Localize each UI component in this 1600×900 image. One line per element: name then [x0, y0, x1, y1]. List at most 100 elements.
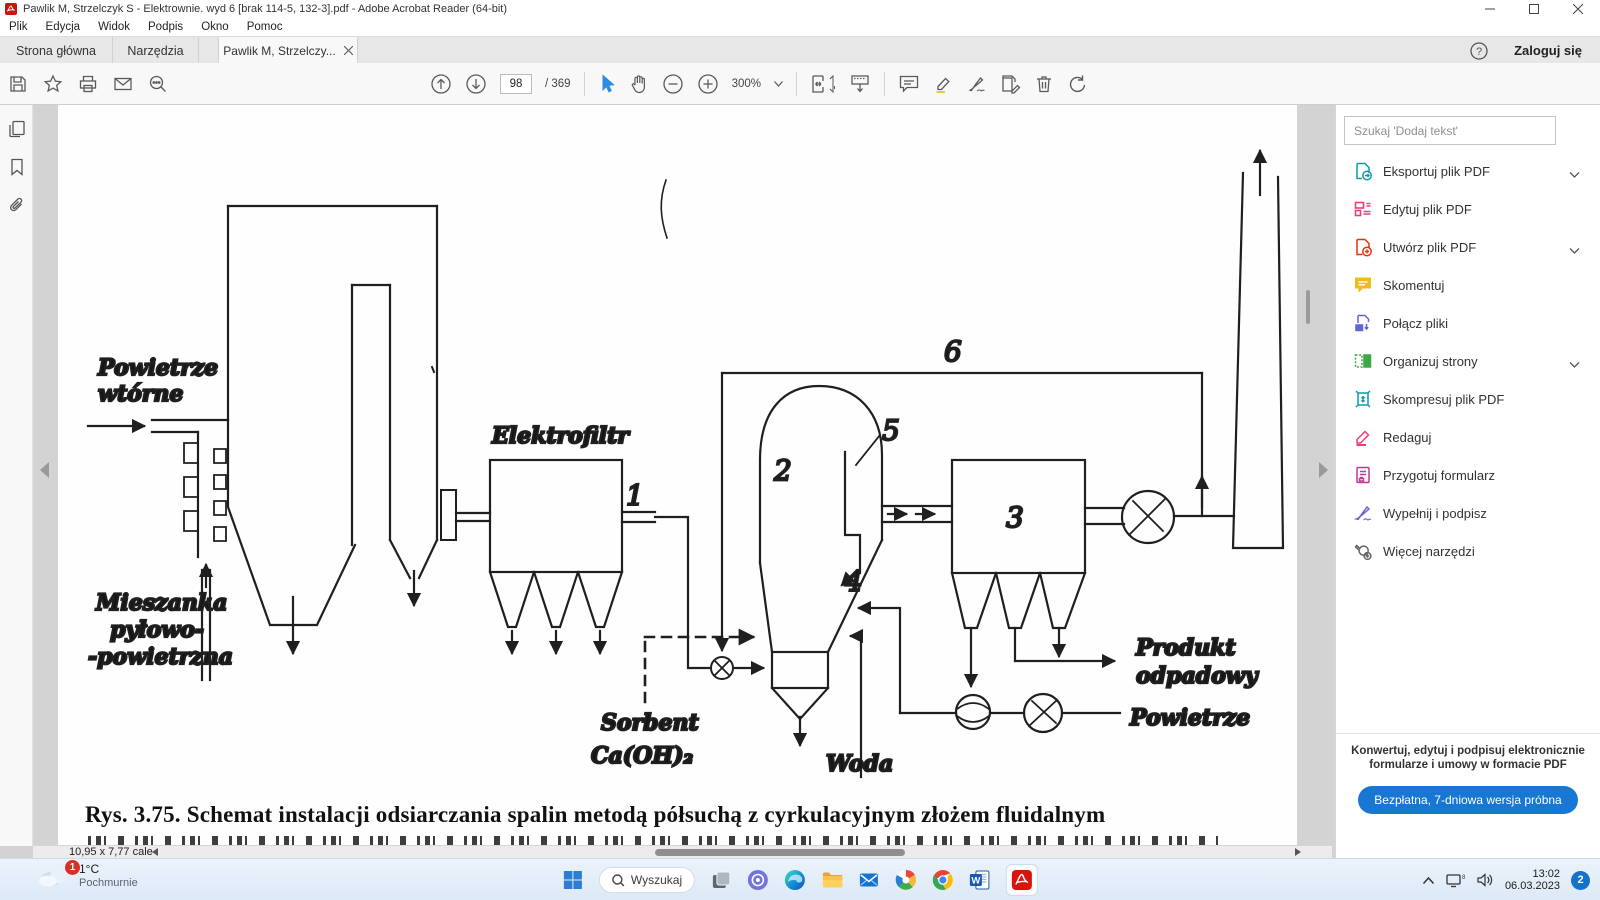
acrobat-taskbar-icon[interactable] [1006, 864, 1039, 896]
absorber-shape [758, 384, 884, 748]
page-number-input[interactable] [500, 74, 532, 94]
chevron-down-icon[interactable] [1569, 242, 1580, 260]
email-icon[interactable] [113, 74, 133, 94]
fit-width-icon[interactable] [810, 74, 836, 94]
weather-widget[interactable]: 1 1°C Pochmurnie [38, 859, 138, 893]
left-rail [0, 105, 33, 846]
tool-edit-pdf[interactable]: Edytuj plik PDF [1336, 190, 1600, 228]
hidden-icons-chevron[interactable] [1422, 876, 1435, 885]
page-total-label: / 369 [545, 78, 571, 90]
search-icon [612, 873, 625, 886]
figure-caption: Rys. 3.75. Schemat instalacji odsiarczan… [85, 802, 1106, 827]
tool-prepare-form[interactable]: Przygotuj formularz [1336, 456, 1600, 494]
display-tray-icon[interactable]: 8 [1446, 873, 1465, 888]
attachments-icon[interactable] [7, 195, 27, 215]
select-tool-icon[interactable] [598, 74, 616, 94]
zoom-out-icon[interactable] [662, 73, 684, 95]
search-document-icon[interactable] [148, 74, 168, 94]
previous-page-icon[interactable] [430, 73, 452, 95]
tab-tools[interactable]: Narzędzia [113, 37, 199, 64]
file-explorer-icon[interactable] [821, 869, 843, 891]
diagram-label-powietrze: Powietrze [1129, 705, 1250, 731]
help-icon[interactable]: ? [1470, 41, 1488, 60]
scroll-left-icon[interactable] [152, 848, 158, 856]
tool-organize-pages[interactable]: Organizuj strony [1336, 342, 1600, 380]
chevron-down-icon[interactable] [1569, 166, 1580, 184]
minimize-button[interactable] [1468, 0, 1512, 18]
scroll-right-icon[interactable] [1295, 848, 1301, 856]
rotate-icon[interactable] [1067, 74, 1087, 94]
tool-create-pdf[interactable]: Utwórz plik PDF [1336, 228, 1600, 266]
burner-shape [86, 418, 230, 682]
recycle-line-6 [714, 371, 1210, 653]
main-toolbar: / 369 300% [0, 63, 1600, 105]
chrome-icon[interactable] [932, 869, 954, 891]
close-button[interactable] [1556, 0, 1600, 18]
volume-icon[interactable] [1476, 873, 1494, 887]
teams-icon[interactable] [747, 869, 769, 891]
window-title: Pawlik M, Strzelczyk S - Elektrownie. wy… [23, 3, 508, 15]
zoom-dropdown-icon[interactable] [774, 81, 783, 87]
pdf-page: Powietrze wtórne Mieszanka pyłowo- -powi… [58, 105, 1297, 846]
next-page-icon[interactable] [465, 73, 487, 95]
tool-compress-pdf[interactable]: Skompresuj plik PDF [1336, 380, 1600, 418]
tool-comment[interactable]: Skomentuj [1336, 266, 1600, 304]
tool-redact[interactable]: Redaguj [1336, 418, 1600, 456]
sign-in-button[interactable]: Zaloguj się [1514, 43, 1582, 58]
diagram-label-elektrofiltr: Elektrofiltr [491, 423, 630, 449]
tool-fill-sign[interactable]: Wypełnij i podpisz [1336, 494, 1600, 532]
delete-icon[interactable] [1034, 74, 1054, 94]
taskbar-clock[interactable]: 13:02 06.03.2023 [1505, 868, 1560, 893]
print-icon[interactable] [78, 74, 98, 94]
vertical-scrollbar-thumb[interactable] [1306, 290, 1310, 324]
mail-icon[interactable] [858, 869, 880, 891]
menu-podpis[interactable]: Podpis [148, 21, 184, 33]
menu-widok[interactable]: Widok [98, 21, 131, 33]
left-panel-toggle[interactable] [40, 462, 49, 478]
zoom-in-icon[interactable] [697, 73, 719, 95]
task-view-icon[interactable] [710, 869, 732, 891]
taskbar-search[interactable]: Wyszukaj [598, 867, 696, 893]
fill-sign-icon[interactable] [966, 74, 986, 94]
tab-home[interactable]: Strona główna [0, 37, 113, 64]
menu-plik[interactable]: Plik [9, 21, 28, 33]
redact-icon [1356, 430, 1370, 446]
chevron-down-icon[interactable] [1569, 356, 1580, 374]
tools-search-input[interactable] [1344, 116, 1556, 145]
photos-icon[interactable] [895, 869, 917, 891]
menu-okno[interactable]: Okno [201, 21, 229, 33]
horizontal-scrollbar-thumb[interactable] [655, 849, 905, 856]
absorber-outlet-duct [880, 504, 954, 524]
notification-badge[interactable]: 2 [1571, 870, 1590, 890]
free-trial-button[interactable]: Bezpłatna, 7-dniowa wersja próbna [1358, 786, 1578, 814]
document-area: Powietrze wtórne Mieszanka pyłowo- -powi… [33, 105, 1332, 858]
page-scrolling-icon[interactable] [849, 74, 871, 94]
zoom-level-value[interactable]: 300% [731, 78, 761, 90]
menu-bar: Plik Edycja Widok Podpis Okno Pomoc [0, 18, 1600, 36]
page-thumbnails-icon[interactable] [7, 119, 27, 139]
right-panel-toggle[interactable] [1319, 462, 1328, 478]
edit-page-icon[interactable] [999, 74, 1021, 94]
tab-close-icon[interactable] [343, 46, 353, 55]
start-button[interactable] [562, 869, 584, 891]
weather-description: Pochmurnie [79, 877, 138, 889]
maximize-button[interactable] [1512, 0, 1556, 18]
bookmarks-icon[interactable] [7, 157, 27, 177]
hand-tool-icon[interactable] [629, 74, 649, 94]
tool-export-pdf[interactable]: Eksportuj plik PDF [1336, 152, 1600, 190]
diagram-label-woda: Woda [826, 751, 893, 777]
menu-pomoc[interactable]: Pomoc [246, 21, 283, 33]
highlight-icon[interactable] [933, 74, 953, 94]
tool-combine-files[interactable]: Połącz pliki [1336, 304, 1600, 342]
svg-text:W: W [972, 876, 981, 887]
taskbar-date: 06.03.2023 [1504, 880, 1560, 892]
star-icon[interactable] [43, 74, 63, 94]
menu-edycja[interactable]: Edycja [45, 21, 81, 33]
page-size-indicator: 10,95 x 7,77 cale [69, 846, 153, 858]
word-icon[interactable]: W [969, 869, 991, 891]
tool-more-tools[interactable]: Więcej narzędzi [1336, 532, 1600, 570]
comment-icon[interactable] [898, 74, 920, 94]
tab-document[interactable]: Pawlik M, Strzelczy... [218, 37, 358, 64]
edge-icon[interactable] [784, 869, 806, 891]
save-icon[interactable] [8, 74, 28, 94]
